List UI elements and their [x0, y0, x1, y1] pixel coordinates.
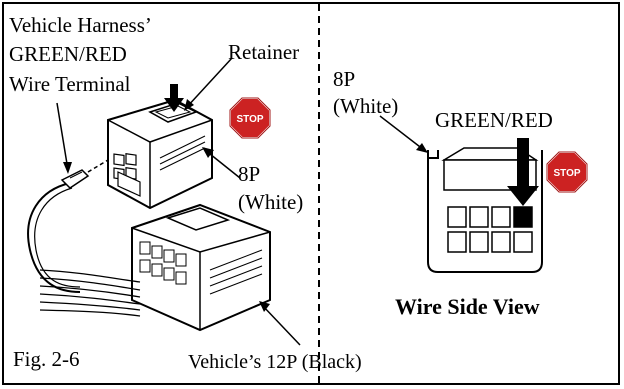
- connector-12p-pointer: [261, 304, 301, 346]
- green-red-label: GREEN/RED: [435, 108, 553, 132]
- svg-text:STOP: STOP: [553, 168, 580, 179]
- right-8p-pointer: [379, 115, 425, 151]
- harness-pointer: [56, 102, 69, 171]
- figure-label: Fig. 2-6: [13, 347, 80, 371]
- harness-label-line2: GREEN/RED: [9, 42, 127, 66]
- connector-8p-wire-side: [427, 147, 543, 273]
- stop-sign-left: STOP: [229, 97, 271, 139]
- green-red-terminal: [513, 206, 533, 228]
- connector-8p-label-line1: 8P: [238, 162, 261, 186]
- harness-wire: [27, 182, 81, 293]
- svg-text:STOP: STOP: [236, 114, 263, 125]
- connector-8p-drawing: [107, 98, 213, 210]
- retainer-label: Retainer: [228, 40, 300, 64]
- right-8p-label-line1: 8P: [333, 67, 356, 91]
- connector-12p-drawing: [131, 203, 271, 332]
- harness-label-line1: Vehicle Harness’: [9, 13, 152, 37]
- right-8p-label-line2: (White): [333, 94, 399, 118]
- connector-8p-label-line2: (White): [238, 190, 304, 214]
- wire-side-view-title: Wire Side View: [395, 294, 540, 319]
- wire-terminal: [60, 169, 90, 189]
- green-red-arrow: [507, 138, 539, 206]
- wire-bundle: [39, 269, 141, 317]
- stop-sign-right: STOP: [546, 151, 588, 193]
- retainer-pointer: [185, 57, 233, 109]
- connector-12p-label: Vehicle’s 12P (Black): [188, 351, 362, 373]
- retainer-push-arrow: [164, 84, 184, 112]
- harness-label-line3: Wire Terminal: [9, 72, 131, 96]
- connector-8p-pointer: [204, 149, 241, 179]
